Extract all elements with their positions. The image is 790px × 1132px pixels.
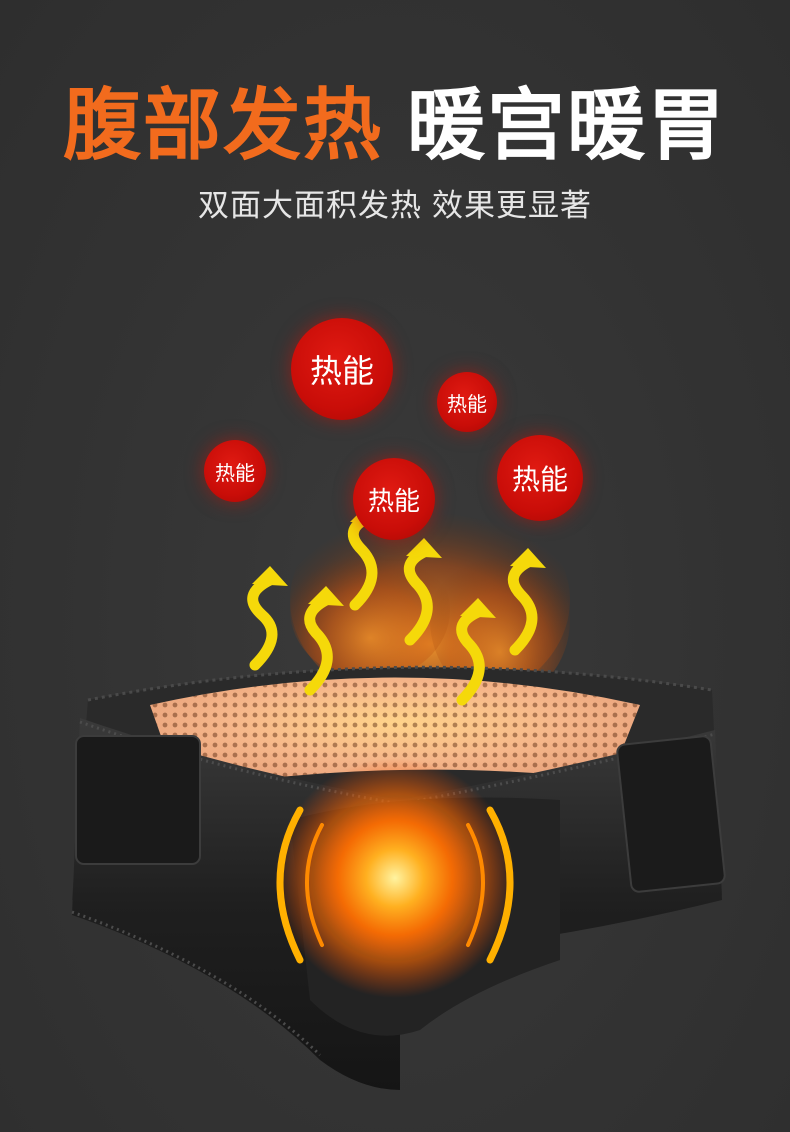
heat-arrow-icon <box>247 566 288 671</box>
heat-arrow-icon <box>304 586 344 696</box>
title-main: 暖宫暖胃 <box>407 81 728 171</box>
heat-arrow-icon <box>507 548 546 656</box>
subtitle-part-1: 双面大面积发热 <box>198 188 422 224</box>
heating-pad <box>150 677 640 790</box>
velcro-patch-left <box>75 735 201 865</box>
title-highlight: 腹部发热 <box>62 81 383 171</box>
heat-bubble: 热能 <box>497 435 583 521</box>
velcro-patch-right <box>616 735 726 893</box>
heat-arrows <box>247 504 546 706</box>
heat-arrow-icon <box>456 598 496 706</box>
glow-core-icon <box>275 758 515 998</box>
heat-arrow-icon <box>403 538 442 646</box>
subtitle-part-2: 效果更显著 <box>432 188 592 224</box>
heat-bubble: 热能 <box>291 318 393 420</box>
heat-bubble: 热能 <box>204 440 266 502</box>
page-title: 腹部发热暖宫暖胃 <box>0 78 790 174</box>
heat-bubble: 热能 <box>353 458 435 540</box>
page-subtitle: 双面大面积发热效果更显著 <box>0 184 790 228</box>
heat-bubble: 热能 <box>437 372 497 432</box>
